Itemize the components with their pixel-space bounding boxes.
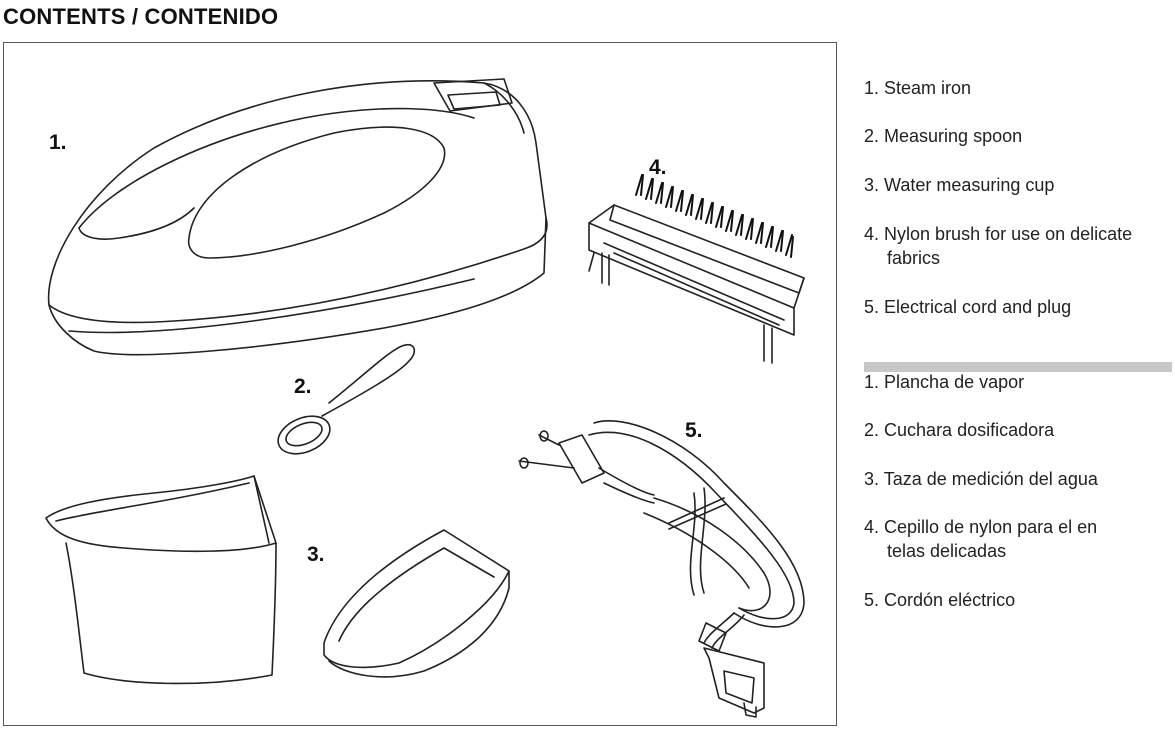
- label-measuring-spoon: 2.: [294, 375, 312, 398]
- label-nylon-brush: 4.: [649, 156, 667, 179]
- label-water-cup: 3.: [307, 543, 325, 566]
- page-title: CONTENTS / CONTENIDO: [3, 4, 279, 29]
- measuring-spoon-drawing: [277, 343, 416, 455]
- list-item: 4. Nylon brush for use on delicate fabri…: [864, 224, 1133, 268]
- electrical-cord-drawing: [518, 420, 805, 718]
- water-measuring-cup-drawing: [45, 475, 277, 685]
- list-item: 3. Taza de medición del agua: [864, 469, 1098, 489]
- list-item: 5. Cordón eléctrico: [864, 590, 1016, 610]
- nylon-brush-drawing: [588, 174, 805, 364]
- list-item: 1. Steam iron: [864, 78, 972, 98]
- contents-illustration: 1. 2. 3. 4. 5.: [3, 42, 837, 726]
- list-item: 1. Plancha de vapor: [864, 372, 1025, 392]
- list-item: 2. Measuring spoon: [864, 126, 1023, 146]
- label-steam-iron: 1.: [49, 131, 67, 154]
- list-item: 4. Cepillo de nylon para el en telas del…: [864, 517, 1098, 561]
- list-item: 5. Electrical cord and plug: [864, 297, 1072, 317]
- section-divider: [864, 362, 1172, 372]
- list-item: 3. Water measuring cup: [864, 175, 1055, 195]
- list-item: 2. Cuchara dosificadora: [864, 420, 1055, 440]
- steam-iron-drawing: [47, 78, 548, 356]
- tray-drawing: [323, 529, 510, 678]
- label-electrical-cord: 5.: [685, 419, 703, 442]
